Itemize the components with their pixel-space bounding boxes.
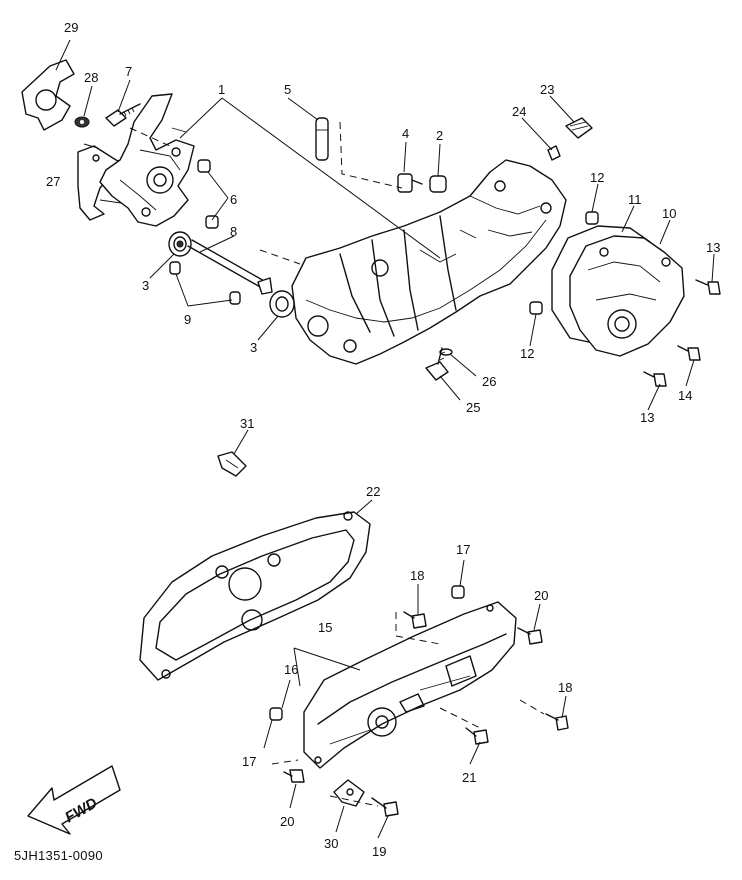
callout-30: 30 [324, 836, 338, 851]
callout-16: 16 [284, 662, 298, 677]
alignment-lines [129, 121, 545, 807]
callout-17b: 17 [242, 754, 256, 769]
callout-23: 23 [540, 82, 554, 97]
callout-26: 26 [482, 374, 496, 389]
callout-12b: 12 [520, 346, 534, 361]
callout-9: 9 [184, 312, 191, 327]
part-23-sensor [565, 117, 593, 139]
callout-17a: 17 [456, 542, 470, 557]
callout-27: 27 [46, 174, 60, 189]
part-20-bolts [283, 627, 543, 783]
callout-31: 31 [240, 416, 254, 431]
part-26-washer [439, 348, 453, 356]
leader-lines [55, 39, 715, 839]
callout-12a: 12 [590, 170, 604, 185]
part-12-dowels [529, 211, 599, 315]
part-4-fitting [397, 173, 423, 193]
part-9-dowels [169, 261, 241, 305]
callout-20a: 20 [534, 588, 548, 603]
callout-19: 19 [372, 844, 386, 859]
callout-5: 5 [284, 82, 291, 97]
part-left-crankcase [99, 93, 195, 227]
callout-22: 22 [366, 484, 380, 499]
callout-15: 15 [318, 620, 332, 635]
callout-numbers: 29 28 7 27 1 5 4 2 6 8 3 9 3 23 24 12 11… [46, 20, 720, 859]
part-14-bolt [677, 345, 701, 361]
part-6-dowels [197, 159, 219, 229]
part-19-bolt [371, 797, 399, 817]
callout-1: 1 [218, 82, 225, 97]
part-2-dowel [429, 175, 447, 193]
part-25-drain-bolt [425, 347, 449, 381]
callout-24: 24 [512, 104, 526, 119]
callout-3a: 3 [142, 278, 149, 293]
part-1-crankcase [291, 159, 567, 365]
callout-6: 6 [230, 192, 237, 207]
drawing-code: 5JH1351-0090 [14, 848, 103, 863]
part-28-nut [74, 116, 90, 128]
part-21-bolt [465, 727, 489, 745]
callout-28: 28 [84, 70, 98, 85]
callout-11: 11 [628, 192, 642, 207]
part-17-dowels [451, 585, 465, 599]
callout-29: 29 [64, 20, 78, 35]
callout-7: 7 [125, 64, 132, 79]
part-22-gasket [139, 511, 371, 681]
callout-14: 14 [678, 388, 692, 403]
callout-25: 25 [466, 400, 480, 415]
fwd-arrow-icon: FWD [27, 765, 121, 835]
part-8-shaft [187, 239, 273, 295]
callout-21: 21 [462, 770, 476, 785]
part-16-dowel [269, 707, 283, 721]
callout-18a: 18 [410, 568, 424, 583]
part-10-right-cover [569, 235, 685, 357]
part-3-bearing-right [269, 290, 295, 318]
part-15-cover [303, 601, 517, 769]
callout-8: 8 [230, 224, 237, 239]
callout-2: 2 [436, 128, 443, 143]
callout-13a: 13 [706, 240, 720, 255]
part-7-bolt [105, 103, 141, 127]
callout-3b: 3 [250, 340, 257, 355]
callout-20b: 20 [280, 814, 294, 829]
part-31-clip [217, 451, 247, 477]
callout-13b: 13 [640, 410, 654, 425]
part-5-pin [315, 117, 329, 161]
part-3-bearing-left [168, 231, 192, 257]
callout-18b: 18 [558, 680, 572, 695]
callout-4: 4 [402, 126, 409, 141]
part-30-clip [333, 779, 365, 807]
part-29-plate [21, 59, 75, 131]
part-13-bolts [643, 279, 721, 387]
callout-10: 10 [662, 206, 676, 221]
